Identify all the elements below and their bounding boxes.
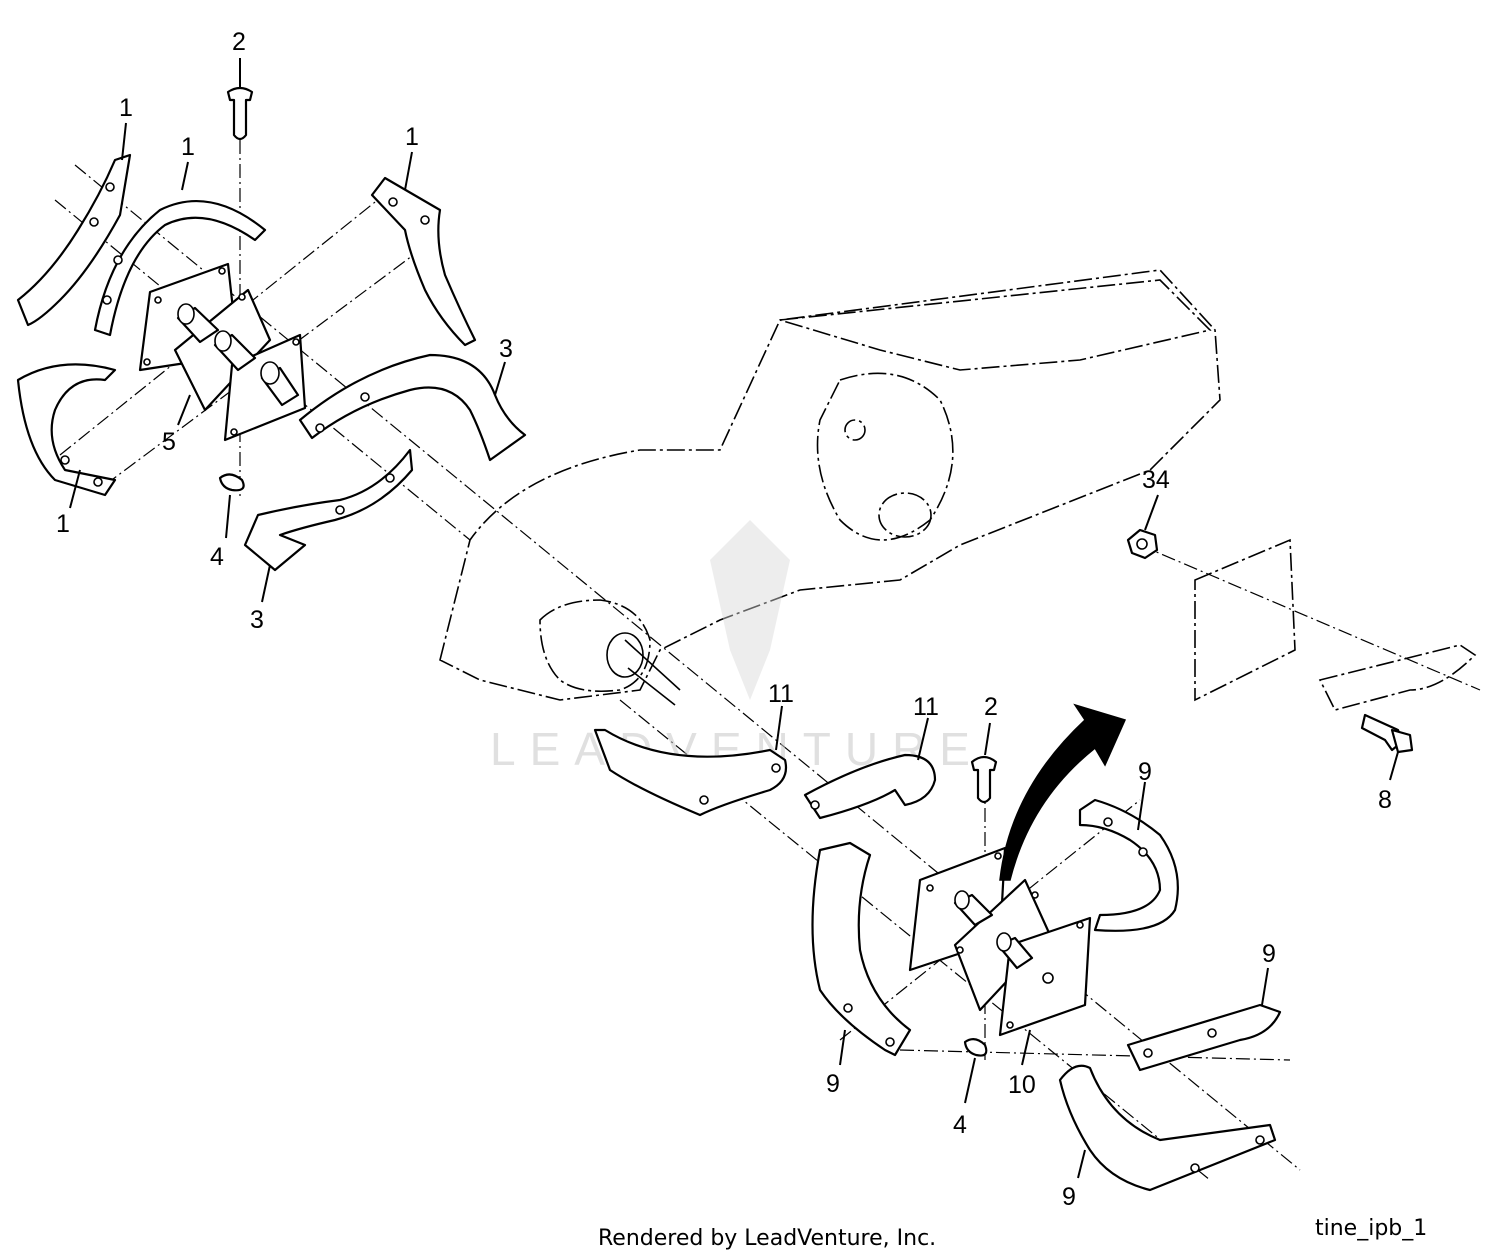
tine-3-upper (298, 353, 527, 462)
callout-11-b: 11 (913, 693, 939, 721)
callout-9-d: 9 (1062, 1183, 1076, 1211)
tine-1-upper-left (16, 153, 132, 327)
callout-34: 34 (1142, 466, 1170, 494)
hairpin-right (963, 1038, 988, 1057)
callout-4-b: 4 (953, 1111, 967, 1139)
callout-2-a: 2 (232, 28, 246, 56)
callout-2-b: 2 (984, 693, 998, 721)
callout-3-b: 3 (250, 606, 264, 634)
callout-1-d: 1 (56, 510, 70, 538)
tine-1-lower-left (16, 363, 117, 497)
bolt (1360, 713, 1404, 752)
callout-9-b: 9 (1262, 940, 1276, 968)
callout-8: 8 (1378, 786, 1392, 814)
tine-9-middle-right (1126, 1003, 1282, 1072)
footer-credit: Rendered by LeadVenture, Inc. (598, 1226, 936, 1251)
gearcase-ghost (439, 269, 1221, 706)
leaders (69, 58, 1399, 1179)
hairpin-left (218, 473, 245, 492)
callout-1-b: 1 (181, 133, 195, 161)
callout-3-a: 3 (499, 335, 513, 363)
tine-9-upper-right (1078, 798, 1179, 932)
tine-1-right-upper (370, 176, 477, 347)
callout-1-c: 1 (405, 123, 419, 151)
clevis-pin-right (970, 755, 998, 804)
callout-4-a: 4 (210, 543, 224, 571)
callout-5: 5 (162, 428, 176, 456)
tine-1-upper-curve (93, 199, 267, 337)
callout-10: 10 (1008, 1071, 1036, 1099)
callouts: 1 1 1 1 2 2 3 3 4 4 5 8 9 9 9 9 10 11 11… (56, 28, 1392, 1211)
callout-11-a: 11 (768, 680, 794, 708)
clevis-pin-left (226, 86, 254, 141)
tine-3-lower (243, 448, 414, 572)
rotation-arrow (999, 703, 1127, 881)
tine-11-left (593, 728, 788, 817)
callout-9-a: 9 (1138, 758, 1152, 786)
callout-1-a: 1 (119, 94, 133, 122)
figure-id: tine_ipb_1 (1315, 1216, 1427, 1241)
tine-11-right (803, 753, 937, 820)
callout-9-c: 9 (826, 1070, 840, 1098)
right-tine-assembly (593, 703, 1282, 1192)
outer-tine-ghost (1126, 528, 1477, 754)
tine-9-bottom (1058, 1064, 1277, 1192)
left-tine-assembly (16, 86, 527, 572)
tine-9-tall-left (811, 841, 912, 1057)
watermark: LEADVENTURE (490, 520, 970, 775)
